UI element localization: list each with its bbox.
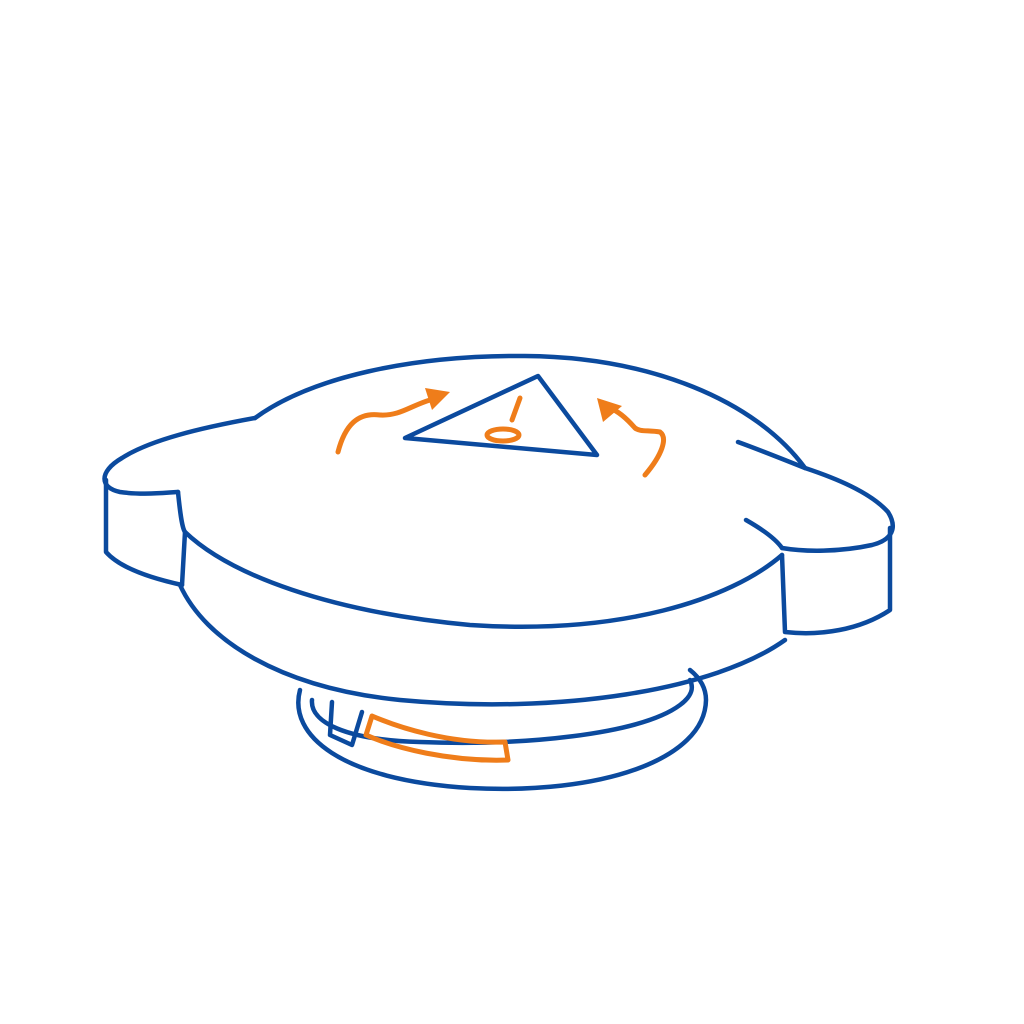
seal-assembly (296, 667, 709, 792)
cap-top-outline (252, 353, 808, 471)
rotate-arrow-left-shaft (335, 397, 433, 455)
warning-exclamation-dot (484, 426, 522, 444)
rotate-arrow-right-shaft (607, 405, 666, 478)
left-ear-front (103, 477, 185, 588)
warning-exclamation-bar (509, 395, 523, 423)
left-ear-top (102, 415, 258, 496)
cap-skirt (177, 582, 788, 707)
rotate-arrow-right-head (597, 398, 622, 422)
rotate-arrow-left-head (425, 388, 450, 410)
rotate-arrow-left-icon (335, 388, 450, 455)
warning-triangle-icon (402, 373, 600, 458)
cap-top-rim (182, 529, 785, 629)
right-ear-top (735, 439, 895, 553)
seal-tab (327, 699, 365, 748)
left-ear-inner (175, 489, 188, 588)
warning-triangle-outline (402, 373, 600, 458)
rotate-arrow-right-icon (597, 398, 666, 478)
inner-seal-ring (309, 677, 695, 746)
cap-body (102, 353, 895, 707)
right-ear-inner-line (743, 517, 785, 551)
lower-gasket (296, 667, 709, 792)
rubber-seal-highlight (363, 713, 511, 763)
right-ear-front (779, 525, 893, 636)
